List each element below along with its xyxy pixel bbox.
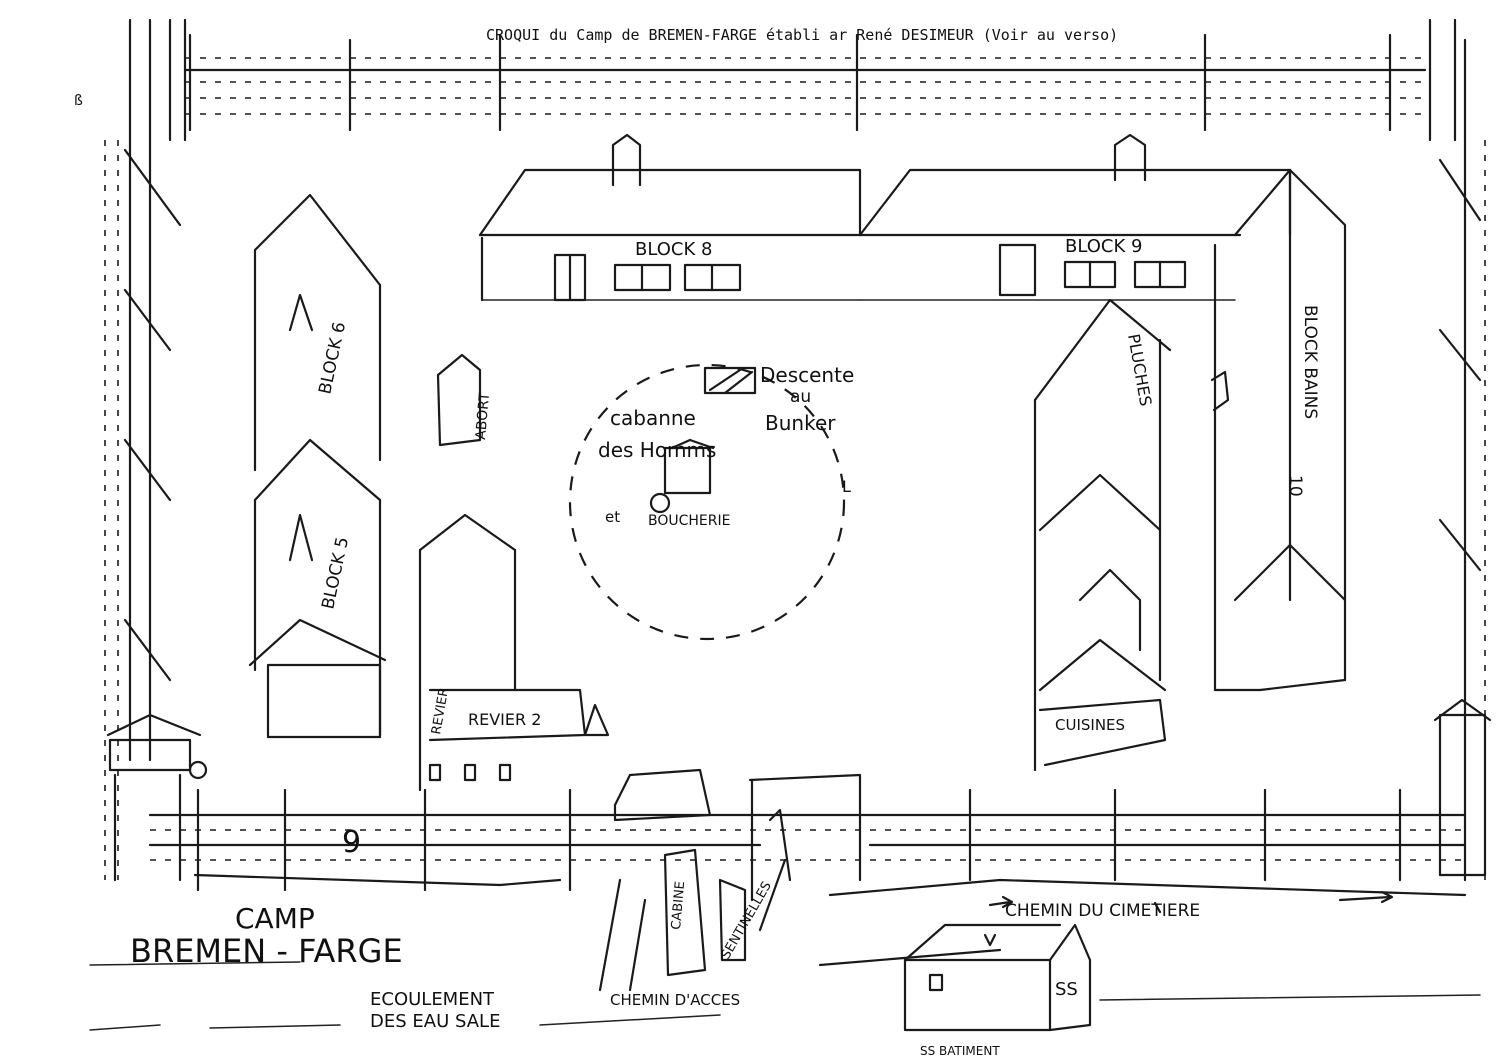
block-6-building: BLOCK 6: [253, 193, 382, 472]
abort-label: ABORT: [473, 391, 493, 440]
right-watchtower: [1428, 18, 1492, 882]
block-5-building: BLOCK 5: [248, 438, 387, 739]
chemin-cimetiere-label: CHEMIN DU CIMETIERE: [1005, 901, 1200, 921]
faded-mark: L: [842, 477, 851, 496]
bottom-fence: 9: [148, 788, 1467, 892]
block-bains-number: 10: [1285, 475, 1305, 497]
abort-building: ABORT: [436, 353, 493, 447]
camp-line-1: CAMP: [235, 902, 315, 935]
descente-line-2: au: [790, 387, 811, 407]
revier-side-label: REVIER: [429, 687, 452, 736]
top-fence: [183, 33, 1427, 132]
block-bains-building: BLOCK BAINS 10: [1210, 168, 1347, 692]
block-9-label: BLOCK 9: [1065, 236, 1142, 257]
chemin-acces-label: CHEMIN D'ACCES: [610, 991, 740, 1009]
cabine-label: CABINE: [669, 881, 688, 931]
pluches-label: PLUCHES: [1124, 332, 1155, 407]
gate-area: CABINE SENTINELLES: [598, 768, 862, 992]
ecoulement-line-2: DES EAU SALE: [370, 1011, 500, 1032]
central-circle: Descente au Bunker cabanne des Homms et …: [568, 363, 854, 641]
cuisines-label: CUISINES: [1055, 716, 1125, 734]
cabanne-line-2: des Homms: [598, 438, 716, 462]
margin-mark: ß: [74, 93, 83, 109]
block-bains-label: BLOCK BAINS: [1300, 305, 1320, 419]
bottom-labels: CAMP BREMEN - FARGE ECOULEMENT DES EAU S…: [89, 902, 740, 1032]
block-8-building: BLOCK 8: [478, 133, 862, 302]
block-9-building: BLOCK 9: [858, 133, 1292, 301]
lower-left-watchtower: [106, 713, 208, 882]
block-5-label: BLOCK 5: [318, 535, 353, 611]
ss-area: SS SS BATIMENT CHEMIN DU CIMETIERE: [818, 878, 1481, 1058]
et-label: et: [605, 508, 620, 526]
sentinelles-label: SENTINELLES: [718, 879, 774, 962]
fence-number-9: 9: [342, 825, 361, 860]
block-6-label: BLOCK 6: [315, 320, 350, 396]
cuisines-building: PLUCHES CUISINES: [1033, 298, 1172, 772]
descente-line-1: Descente: [760, 363, 854, 387]
ecoulement-line-1: ECOULEMENT: [370, 989, 495, 1010]
ss-building-label: SS: [1055, 979, 1078, 1000]
cabanne-line-1: cabanne: [610, 406, 696, 430]
revier-building: REVIER REVIER 2: [418, 513, 610, 792]
block-8-label: BLOCK 8: [635, 239, 712, 260]
descente-line-3: Bunker: [765, 411, 836, 435]
left-watchtower: [104, 18, 187, 880]
typed-caption: CROQUI du Camp de BREMEN-FARGE établi ar…: [486, 26, 1118, 44]
revier-2-label: REVIER 2: [468, 710, 541, 729]
boucherie-label: BOUCHERIE: [648, 513, 730, 529]
ss-batiment-label: SS BATIMENT: [920, 1044, 1000, 1058]
